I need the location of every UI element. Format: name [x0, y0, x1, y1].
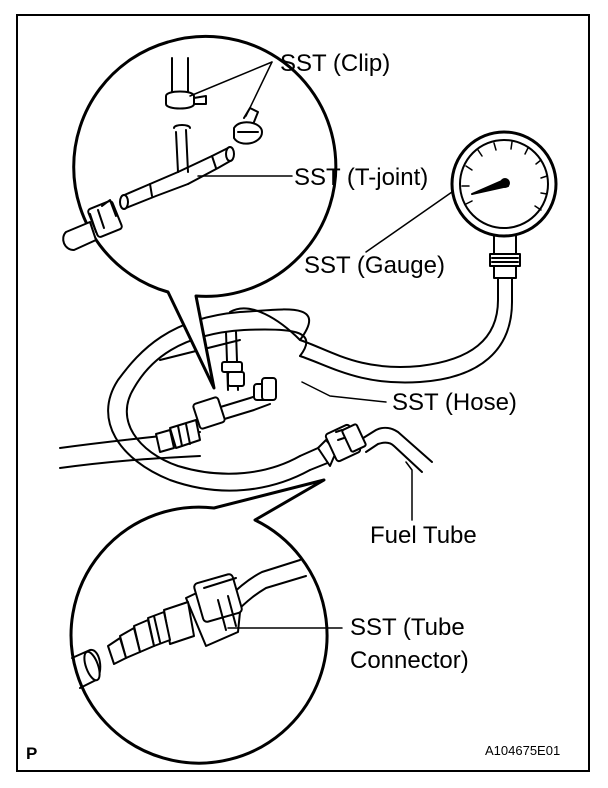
- leader-gauge: [365, 191, 453, 253]
- label-sst-tjoint: SST (T-joint): [294, 164, 429, 191]
- pressure-gauge-icon: [450, 130, 558, 279]
- leader-clip-2: [245, 61, 273, 117]
- tjoint-assembly-main: [155, 331, 277, 453]
- label-sst-clip: SST (Clip): [280, 50, 391, 77]
- tube-connector-main: [317, 423, 367, 467]
- label-fuel-tube: Fuel Tube: [370, 522, 477, 549]
- figure-id: A104675E01: [485, 743, 561, 758]
- leader-fuel-tube: [405, 461, 413, 521]
- leader-hose: [301, 381, 387, 403]
- connector-detail-contents: [71, 559, 307, 689]
- label-sst-tube-connector-line1: SST (Tube: [350, 614, 465, 641]
- label-sst-hose: SST (Hose): [392, 389, 517, 416]
- leader-lines: [189, 61, 453, 629]
- tjoint-detail-contents: [62, 57, 263, 251]
- tjoint-detail-callout: [72, 34, 338, 390]
- leader-clip-1: [189, 61, 273, 97]
- fuel-tube: [359, 426, 433, 473]
- label-sst-tube-connector-line2: Connector): [350, 647, 469, 674]
- label-sst-gauge: SST (Gauge): [304, 252, 445, 279]
- sst-hose: [107, 277, 513, 492]
- corner-mark: P: [26, 744, 38, 763]
